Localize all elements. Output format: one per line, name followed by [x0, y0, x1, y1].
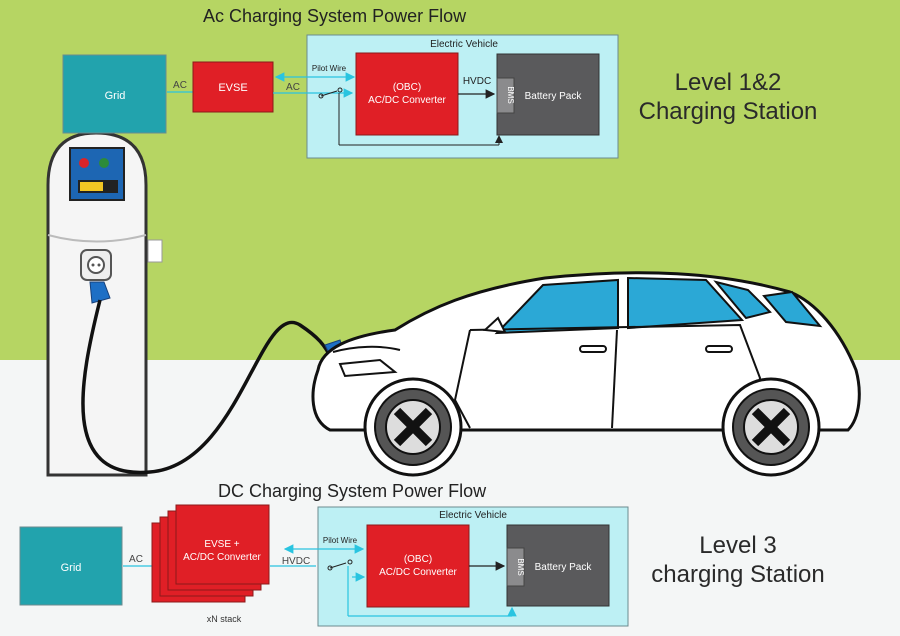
ac-evse-box [192, 61, 274, 113]
green-indicator-light [99, 158, 109, 168]
ac-bms-label: BMS [506, 86, 515, 103]
charging-plug [89, 281, 111, 304]
charging-cable [81, 299, 334, 475]
dc-evse-line2: AC/DC Converter [183, 552, 261, 563]
ac-station-line1: Level 1&2 [674, 69, 782, 96]
dc-obc-line1: (OBC) [404, 554, 432, 565]
dc-obc-box [366, 524, 470, 608]
red-indicator-light [79, 158, 89, 168]
dc-diagram-title: DC Charging System Power Flow [218, 481, 487, 501]
dc-bms-label: BMS [516, 558, 525, 575]
dc-grid-label: Grid [61, 562, 82, 574]
dc-grid-box [19, 526, 123, 606]
dc-bms-box [506, 547, 525, 587]
ac-bms-box [496, 77, 515, 114]
ac-grid-box [62, 54, 167, 134]
ac-grid-label: Grid [105, 90, 126, 102]
electric-car [311, 271, 861, 477]
ac-ev-label: Electric Vehicle [430, 39, 498, 50]
dc-grid-evse-label: AC [129, 554, 143, 565]
ac-battery-label: Battery Pack [525, 91, 583, 102]
dc-ev-label: Electric Vehicle [439, 510, 507, 521]
ac-obc-line2: AC/DC Converter [368, 95, 446, 106]
dc-pilot-wire-label: Pilot Wire [323, 536, 358, 545]
ac-evse-label: EVSE [218, 82, 247, 94]
dc-station-line1: Level 3 [699, 532, 777, 559]
dc-battery-label: Battery Pack [535, 562, 593, 573]
ac-station-line2: Charging Station [638, 98, 818, 125]
dc-station-label: Level 3 charging Station [638, 531, 838, 589]
ac-obc-box [355, 52, 459, 136]
dc-stack-label: xN stack [207, 614, 242, 624]
ac-station-label: Level 1&2 Charging Station [628, 68, 828, 126]
dc-hvdc-label: HVDC [282, 556, 310, 567]
dc-station-line2: charging Station [651, 561, 825, 588]
dc-evse-box [175, 504, 270, 585]
dc-evse-line1: EVSE + [204, 539, 239, 550]
ac-evse-ev-label: AC [286, 82, 300, 93]
ac-grid-evse-label: AC [173, 80, 187, 91]
dc-obc-line2: AC/DC Converter [379, 567, 457, 578]
ac-obc-line1: (OBC) [393, 82, 421, 93]
ac-hvdc-label: HVDC [463, 76, 491, 87]
ac-pilot-wire-label: Pilot Wire [312, 64, 347, 73]
ac-diagram-title: Ac Charging System Power Flow [203, 6, 467, 26]
